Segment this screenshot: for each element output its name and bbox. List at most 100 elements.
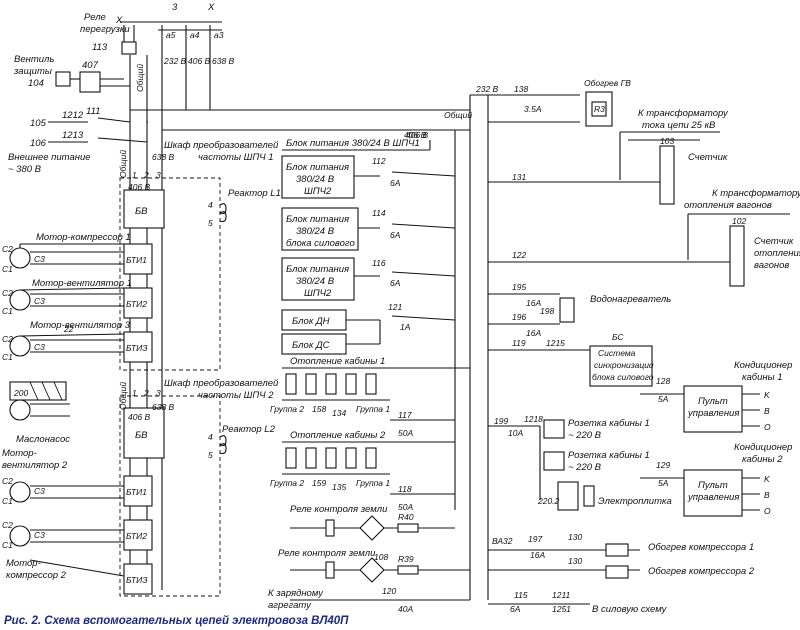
ac2-o: O — [764, 506, 771, 516]
ext-power-label-1: Внешнее питание — [8, 152, 91, 163]
cab1-title-2: частоты ШПЧ 1 — [198, 152, 274, 163]
ac1-panel-2: управления — [687, 408, 739, 419]
cab1-t1: 1 — [132, 170, 137, 180]
cab1-common: Общий — [118, 150, 128, 178]
c1-label-4: C1 — [2, 496, 13, 506]
cab2-t3: 3 — [156, 388, 161, 398]
cab1-v638: 638 В — [152, 152, 175, 162]
va32: ВА32 — [492, 536, 513, 546]
heat-cab1: Отопление кабины 1 — [290, 356, 385, 367]
bus-v232: 232 В — [475, 84, 499, 94]
comp2: Обогрев компрессора 2 — [648, 566, 755, 577]
n130-2: 130 — [568, 556, 582, 566]
cab1-bti1: БТИ1 — [126, 255, 147, 265]
cab1-reactor: Реактор L1 — [228, 188, 281, 199]
a6-bus: 6А — [510, 604, 521, 614]
cab2-bti3: БТИЗ — [126, 575, 148, 585]
bs-l3: блока силового — [592, 372, 654, 382]
bs-title: БС — [612, 332, 624, 342]
n1215: 1215 — [546, 338, 565, 348]
a6-1: 6А — [390, 178, 401, 188]
label-motor-fan-2-2: вентилятор 2 — [2, 460, 68, 471]
bus-common: Общий — [444, 110, 472, 120]
cab1-t3: 3 — [156, 170, 161, 180]
ac1-k: K — [764, 390, 770, 400]
ac1-b: B — [764, 406, 770, 416]
heater-group-2 — [285, 447, 377, 469]
n197: 197 — [528, 534, 542, 544]
cab1-v406: 406 В — [128, 182, 151, 192]
a5-2: 5А — [658, 478, 669, 488]
valve-and-external-power: Вентиль защиты 104 407 105 106 1212 1213… — [8, 54, 148, 175]
sock2-l1: Розетка кабины 1 — [568, 450, 650, 461]
n102: 102 — [732, 216, 746, 226]
label-motor-compressor-1: Мотор-компрессор 1 — [36, 232, 131, 243]
bus-v406: 406 В — [406, 130, 429, 140]
motors: Мотор-компрессор 1 Мотор-вентилятор 1 Мо… — [2, 232, 132, 581]
cab2-bti2: БТИ2 — [126, 531, 147, 541]
n195: 195 — [512, 282, 526, 292]
psu1-l3: ШПЧ2 — [304, 186, 332, 197]
c3-label-2: C3 — [34, 296, 45, 306]
overload-relay-label-1: Реле — [84, 12, 106, 23]
n103: 103 — [660, 136, 674, 146]
psu1-l2: 380/24 В — [296, 174, 335, 185]
label-motor-fan-1: Мотор-вентилятор 1 — [32, 278, 132, 289]
psu3-l1: Блок питания — [286, 264, 349, 275]
n118: 118 — [398, 484, 412, 494]
n22-label: 22 — [63, 324, 74, 334]
valve-num: 104 — [28, 78, 44, 89]
sock1-l1: Розетка кабины 1 — [568, 418, 650, 429]
a6-2: 6А — [390, 230, 401, 240]
c2-label-2: C2 — [2, 288, 13, 298]
cab2-t5: 5 — [208, 450, 213, 460]
to-tr2-2: отопления вагонов — [684, 200, 772, 211]
a40: 40А — [398, 604, 413, 614]
n1218: 1218 — [524, 414, 543, 424]
cab2-title-2: частоты ШПЧ 2 — [198, 390, 274, 401]
a50-1: 50А — [398, 428, 413, 438]
v638-label: 638 В — [212, 56, 235, 66]
cab2-t4: 4 — [208, 432, 213, 442]
psu1-l1: Блок питания — [286, 162, 349, 173]
psu-header: Блок питания 380/24 В ШПЧ1 — [286, 138, 420, 149]
c1-label-1: C1 — [2, 264, 13, 274]
ac2-b: B — [764, 490, 770, 500]
x-mark-2: X — [207, 2, 215, 13]
cab1-bti3: БТИЗ — [126, 343, 148, 353]
overload-relay-label-2: перегрузки — [80, 24, 130, 35]
cabinet-2: БВ БТИ1 БТИ2 БТИЗ Шкаф преобразователей … — [118, 378, 279, 597]
common-vertical-label: Общий — [135, 64, 145, 92]
n158: 158 — [312, 404, 326, 414]
n1251: 1251 — [552, 604, 571, 614]
n159: 159 — [312, 478, 326, 488]
a5-1: 5А — [658, 394, 669, 404]
cab1-bti2: БТИ2 — [126, 299, 147, 309]
ground-relays: Реле контроля земли R40 Реле контроля зе… — [268, 504, 470, 614]
a6-3: 6А — [390, 278, 401, 288]
psu2-l2: 380/24 В — [296, 226, 335, 237]
n128: 128 — [656, 376, 670, 386]
g2-1: Группа 2 — [270, 404, 304, 414]
heat-cab2: Отопление кабины 2 — [290, 430, 386, 441]
valve-label-2: защиты — [13, 66, 52, 77]
overload-relay-area: Реле перегрузки X X 3 113 a5 a4 a3 232 В… — [80, 2, 235, 92]
sw112: 112 — [372, 156, 386, 166]
a5-label: a5 — [166, 30, 176, 40]
n200-label: 200 — [13, 388, 28, 398]
heater-group-1 — [285, 373, 377, 395]
c2-label-5: C2 — [2, 520, 13, 530]
ac2-l2: кабины 2 — [742, 454, 783, 465]
c3-label-1: C3 — [34, 254, 45, 264]
x-mark-1: X — [115, 15, 123, 26]
n407-label: 407 — [82, 60, 99, 71]
ext-power-label-2: ~ 380 В — [8, 164, 42, 175]
sock1-l2: ~ 220 В — [568, 430, 602, 441]
v406-label: 406 В — [188, 56, 211, 66]
cab1-t4: 4 — [208, 200, 213, 210]
water-heater: Водонагреватель — [590, 294, 671, 305]
n1212-label: 1212 — [62, 110, 84, 121]
bs-l2: синхронизации — [594, 360, 654, 370]
charger-1: К зарядному — [268, 588, 324, 599]
